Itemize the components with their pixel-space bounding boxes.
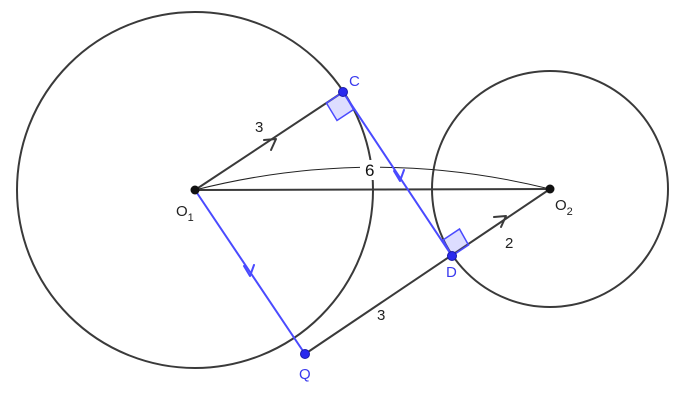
point-o2 xyxy=(545,184,555,194)
length-o2d: 2 xyxy=(505,235,513,252)
label-o1: O1 xyxy=(176,203,194,224)
segment-o1-o2 xyxy=(194,188,551,191)
label-q: Q xyxy=(299,366,311,383)
right-angle-c xyxy=(325,90,355,122)
parallel-tick-o1c xyxy=(263,138,277,151)
segment-o1-c xyxy=(194,91,344,191)
segment-c-d xyxy=(342,91,453,257)
label-c: C xyxy=(349,73,360,90)
parallel-tick-do2 xyxy=(493,215,507,228)
segment-o1-q xyxy=(194,189,306,355)
length-o1o2-background xyxy=(360,160,380,180)
point-q xyxy=(300,349,310,359)
length-qd: 3 xyxy=(377,307,385,324)
segment-q-o2 xyxy=(304,188,551,355)
length-o1c: 3 xyxy=(255,119,263,136)
point-c xyxy=(338,87,348,97)
point-d xyxy=(447,251,457,261)
length-o1o2: 6 xyxy=(365,161,374,180)
parallel-tick-o1q xyxy=(243,264,255,277)
label-d: D xyxy=(446,264,457,281)
parallel-tick-cd xyxy=(393,169,405,182)
label-o2: O2 xyxy=(555,197,573,218)
right-angle-d xyxy=(442,227,470,258)
point-o1 xyxy=(190,185,200,195)
